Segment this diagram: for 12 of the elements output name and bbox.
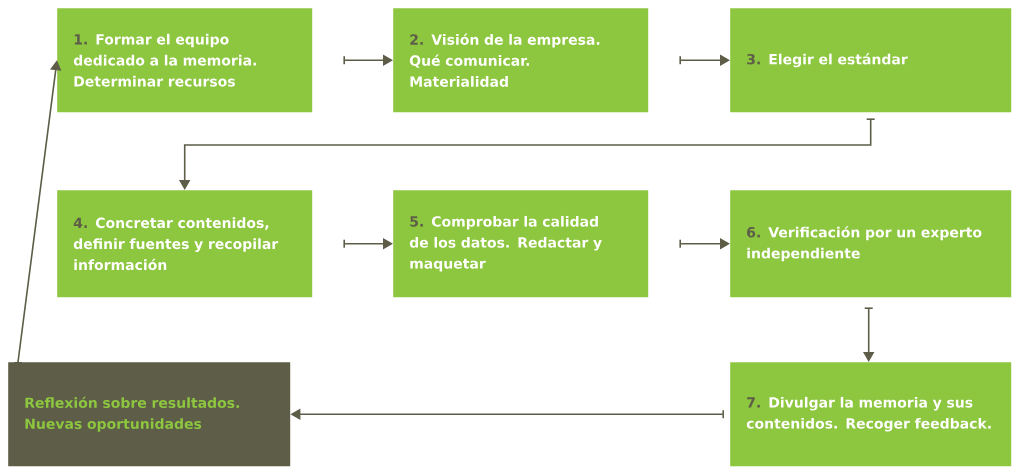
arrow xyxy=(179,118,876,190)
arrow xyxy=(679,54,730,66)
process-box: 7. Divulgar la memoria y sus contenidos. Recoger feedback. xyxy=(730,362,1012,467)
process-box: 1. Formar el equipo dedicado a la memoria. Determinar recursos xyxy=(57,8,313,113)
process-box: 3. Elegir el estándar xyxy=(730,8,1012,113)
arrow xyxy=(343,54,393,66)
process-box: 4. Concretar contenidos, definir fuentes y recopilar información xyxy=(57,190,313,298)
arrow xyxy=(863,307,875,362)
process-box: Reflexión sobre resultados. Nuevas oportunidades xyxy=(8,362,291,467)
process-box: 6. Verificación por un experto independiente xyxy=(730,190,1012,298)
process-box: 2. Visión de la empresa. Qué comunicar. Materialidad xyxy=(393,8,649,113)
process-box: 5. Comprobar la calidad de los datos. Redactar y maquetar xyxy=(393,190,649,298)
